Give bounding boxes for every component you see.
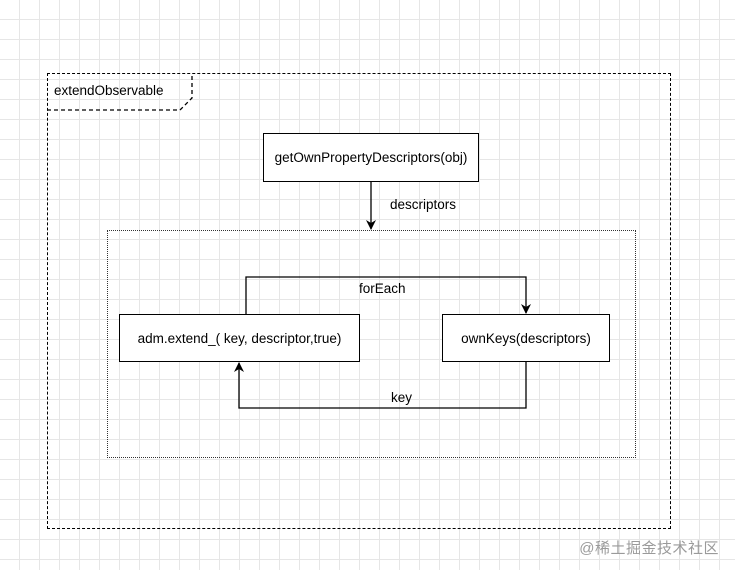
key-edge-label: key [391, 390, 413, 405]
descriptors-region [107, 230, 636, 458]
watermark: @稀土掘金技术社区 [579, 540, 719, 557]
for-each-arrow [245, 276, 531, 314]
extend-observable-frame [47, 73, 671, 529]
own-keys-node: ownKeys(descriptors) [442, 314, 610, 362]
get-own-property-descriptors-node: getOwnPropertyDescriptors(obj) [263, 133, 479, 182]
key-arrow [234, 362, 527, 409]
frame-title: extendObservable [54, 83, 164, 98]
adm-extend-node: adm.extend_( key, descriptor,true) [119, 314, 360, 362]
descriptors-edge-label: descriptors [390, 197, 457, 212]
frame-title-tab-outline [47, 73, 193, 111]
for-each-edge-label: forEach [359, 281, 406, 296]
